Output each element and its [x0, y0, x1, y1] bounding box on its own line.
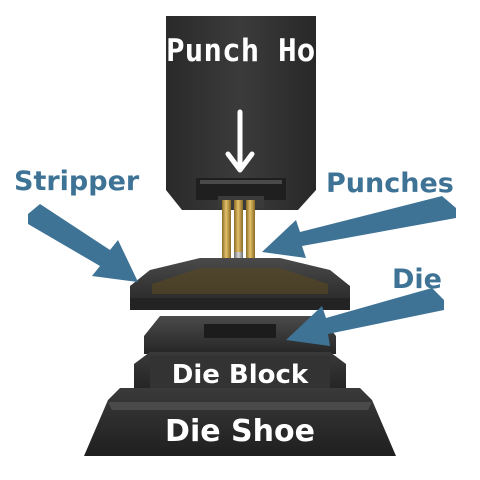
punches-arrow-icon: [262, 196, 456, 258]
punch-holder-label: Punch Holder: [166, 33, 390, 69]
die-shoe-label: Die Shoe: [165, 414, 315, 449]
die-block-label: Die Block: [171, 360, 309, 390]
die-arrow-icon: [286, 288, 444, 346]
die-label: Die: [392, 264, 442, 295]
punches-label: Punches: [326, 168, 454, 199]
stripper-arrow-icon: [28, 204, 138, 282]
die-shoe: [84, 388, 396, 456]
die: [144, 316, 336, 354]
stripper-label: Stripper: [14, 166, 140, 197]
stripper-plate: [130, 258, 350, 310]
down-arrow-icon: [225, 109, 255, 173]
